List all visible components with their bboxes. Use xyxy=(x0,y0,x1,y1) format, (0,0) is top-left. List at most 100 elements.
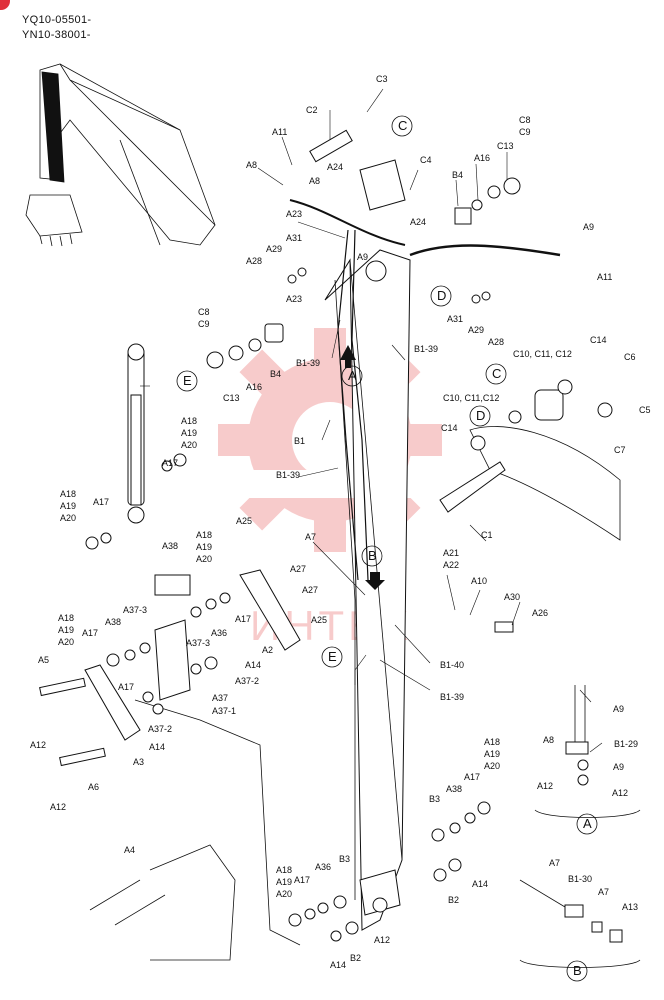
part-label-a19-r1: A19 xyxy=(181,428,197,438)
part-label-b4-mid: B4 xyxy=(270,369,281,379)
part-label-a27-b: A27 xyxy=(302,585,318,595)
part-label-c7: C7 xyxy=(614,445,626,455)
detail-b xyxy=(519,879,641,968)
part-label-circ-e-top: E xyxy=(183,373,192,388)
part-label-a24-mid: A24 xyxy=(410,217,426,227)
part-label-a18-l2: A18 xyxy=(58,613,74,623)
part-label-a9-mid: A9 xyxy=(357,252,368,262)
part-label-b1: B1 xyxy=(294,436,305,446)
part-label-b139-c: B1-39 xyxy=(276,470,300,480)
part-label-a7-bx2: A7 xyxy=(598,887,609,897)
part-label-a38-top: A38 xyxy=(162,541,178,551)
part-label-c13-mid: C13 xyxy=(223,393,240,403)
part-label-a19-b: A19 xyxy=(484,749,500,759)
part-label-b130: B1-30 xyxy=(568,874,592,884)
part-label-a38-mid: A38 xyxy=(105,617,121,627)
part-label-circ-d-mid: D xyxy=(476,408,485,423)
part-label-a9-bx2: A9 xyxy=(613,762,624,772)
part-label-a12-bx2: A12 xyxy=(612,788,628,798)
part-label-a20-b: A20 xyxy=(484,761,500,771)
part-label-a18-m: A18 xyxy=(196,530,212,540)
part-label-a14-c: A14 xyxy=(472,879,488,889)
part-label-c1: C1 xyxy=(481,530,493,540)
part-label-a2: A2 xyxy=(262,645,273,655)
part-label-a13: A13 xyxy=(622,902,638,912)
part-label-c14-mid: C14 xyxy=(441,423,458,433)
part-label-c9-top: C9 xyxy=(519,127,531,137)
part-label-c14-top: C14 xyxy=(590,335,607,345)
washers xyxy=(85,177,613,942)
part-label-circ-a: A xyxy=(348,368,357,383)
part-label-b2-a: B2 xyxy=(448,895,459,905)
part-label-a17-b: A17 xyxy=(464,772,480,782)
part-label-a37: A37 xyxy=(212,693,228,703)
part-label-a20-l1: A20 xyxy=(60,513,76,523)
part-label-a7-mid: A7 xyxy=(305,532,316,542)
part-label-c13-top: C13 xyxy=(497,141,514,151)
part-label-a11-right: A11 xyxy=(597,272,612,282)
hydraulic-cylinder xyxy=(127,343,145,524)
detail-a xyxy=(534,685,641,818)
part-label-a373-b: A37-3 xyxy=(186,638,210,648)
leader-lines xyxy=(140,88,603,753)
arm-body xyxy=(324,159,411,931)
part-label-a8-left: A8 xyxy=(246,160,257,170)
part-label-a30: A30 xyxy=(504,592,520,602)
part-label-a18-r1: A18 xyxy=(181,416,197,426)
part-label-a20-m: A20 xyxy=(196,554,212,564)
part-label-circ-d-top: D xyxy=(437,288,446,303)
part-label-a31-left: A31 xyxy=(286,233,302,243)
part-label-c9-mid: C9 xyxy=(198,319,210,329)
part-label-b2-b: B2 xyxy=(350,953,361,963)
part-label-a23-mid: A23 xyxy=(286,294,302,304)
part-label-a14-b: A14 xyxy=(149,742,165,752)
arrow-a-icon xyxy=(340,345,356,368)
part-label-c4: C4 xyxy=(420,155,432,165)
part-label-a19-l2: A19 xyxy=(58,625,74,635)
part-label-a17-r1: A17 xyxy=(162,458,178,468)
part-label-a25-top: A25 xyxy=(236,516,252,526)
part-label-a19-m: A19 xyxy=(196,542,212,552)
part-label-a23-top: A23 xyxy=(286,209,302,219)
part-label-circ-b-mid: B xyxy=(368,548,377,563)
part-label-b140: B1-40 xyxy=(440,660,464,670)
part-label-a9-bx: A9 xyxy=(613,704,624,714)
part-label-a17-l3: A17 xyxy=(118,682,134,692)
part-label-b139-b: B1-39 xyxy=(414,344,438,354)
serial-range-1: YQ10-05501- xyxy=(22,14,92,26)
part-label-b3-b: B3 xyxy=(339,854,350,864)
part-label-a12-bx: A12 xyxy=(537,781,553,791)
part-label-circ-c-top: C xyxy=(398,118,407,133)
part-label-a14-d: A14 xyxy=(330,960,346,970)
part-label-a20-bb: A20 xyxy=(276,889,292,899)
part-label-a31-right: A31 xyxy=(447,314,463,324)
part-label-a17-l1: A17 xyxy=(93,497,109,507)
part-label-a8-mid: A8 xyxy=(309,176,320,186)
part-label-a18-l1: A18 xyxy=(60,489,76,499)
part-label-a11-top: A11 xyxy=(272,127,287,137)
page-badge-icon xyxy=(0,0,10,10)
part-label-a36-a: A36 xyxy=(211,628,227,638)
part-label-a17-m: A17 xyxy=(235,614,251,624)
part-label-a12-c: A12 xyxy=(374,935,390,945)
watermark-gear-icon: ИНТЕХ xyxy=(210,328,450,649)
part-label-a28-right: A28 xyxy=(488,337,504,347)
boom-cylinder-end xyxy=(439,389,621,541)
part-label-a20-l2: A20 xyxy=(58,637,74,647)
callout-circles xyxy=(176,115,598,982)
part-label-a12-a: A12 xyxy=(30,740,46,750)
part-label-a7-bx: A7 xyxy=(549,858,560,868)
arrow-b-icon xyxy=(365,572,385,590)
part-label-c8-mid: C8 xyxy=(198,307,210,317)
part-label-a3: A3 xyxy=(133,757,144,767)
part-label-b4-top: B4 xyxy=(452,170,463,180)
part-label-a26: A26 xyxy=(532,608,548,618)
part-label-a372-a: A37-2 xyxy=(235,676,259,686)
part-label-a29-left: A29 xyxy=(266,244,282,254)
part-label-c2: C2 xyxy=(306,105,318,115)
bucket-link xyxy=(89,699,301,961)
part-label-circ-a-box: A xyxy=(583,816,592,831)
part-label-circ-b-box: B xyxy=(573,963,582,978)
